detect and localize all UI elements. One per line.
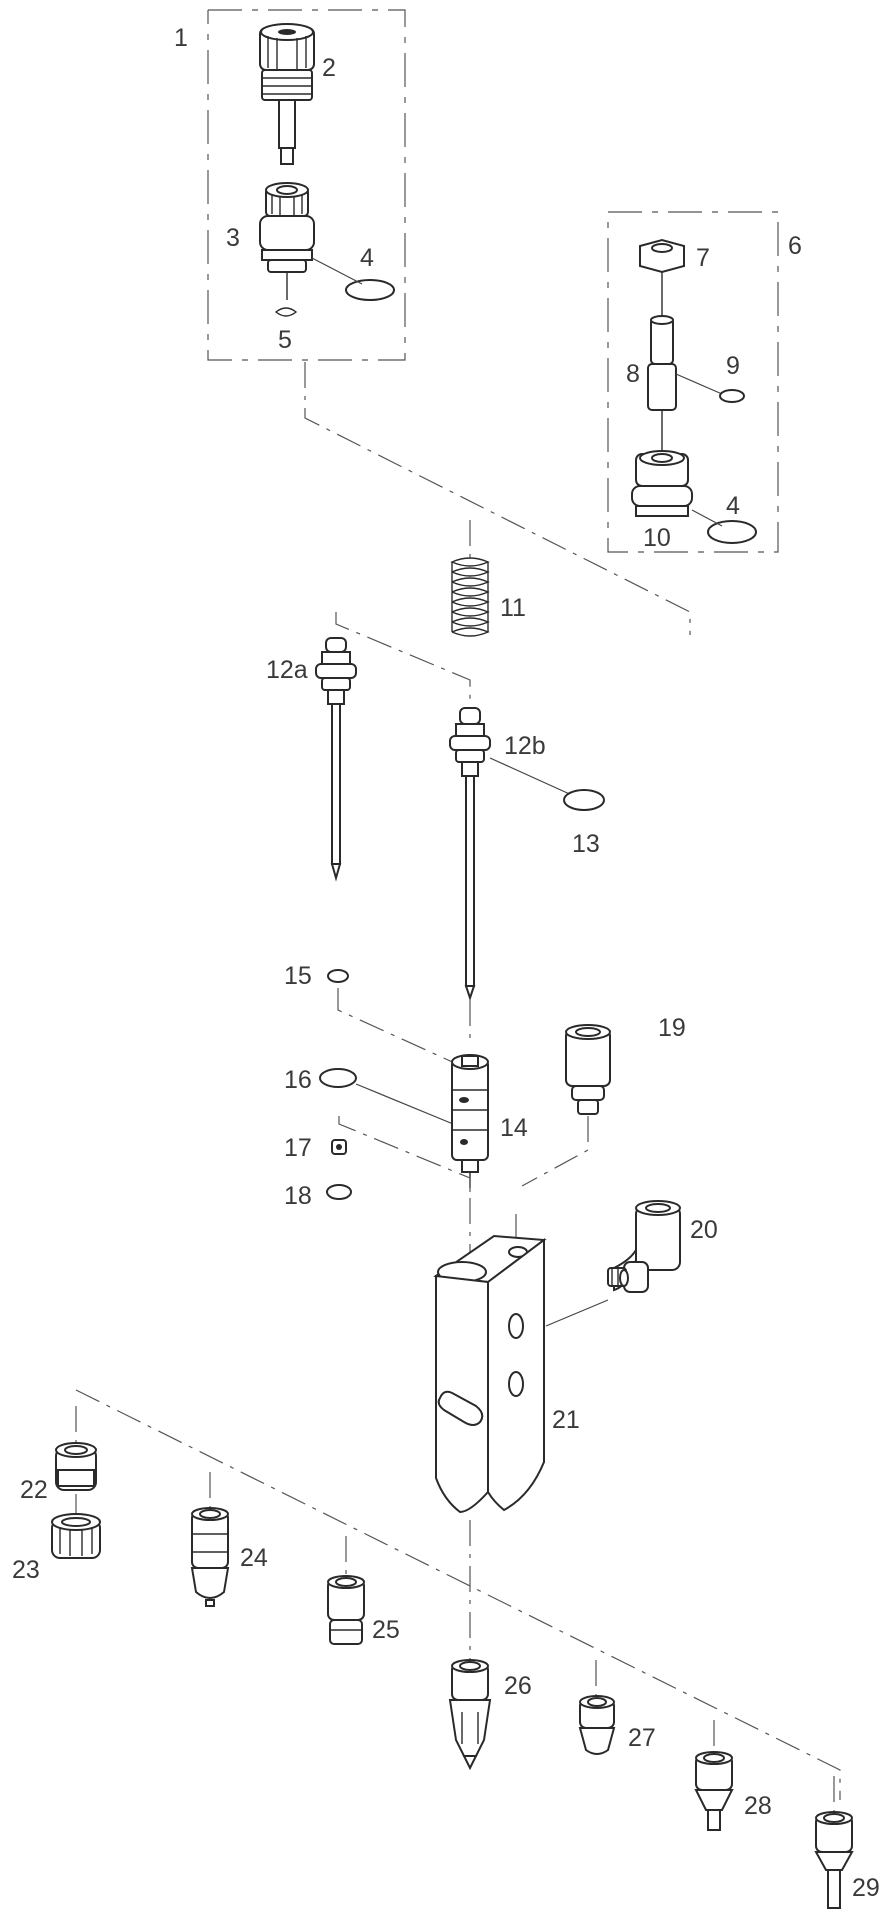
part-12a-needle <box>315 637 357 882</box>
part-28-nozzle <box>694 1751 734 1831</box>
label-1: 1 <box>174 24 188 52</box>
label-21: 21 <box>552 1406 580 1434</box>
label-11: 11 <box>500 594 526 622</box>
label-7: 7 <box>696 244 710 272</box>
label-13: 13 <box>572 830 600 858</box>
part-14-valve-cartridge <box>451 1054 489 1188</box>
label-23: 23 <box>12 1556 40 1584</box>
label-20: 20 <box>690 1216 718 1244</box>
part-4-o-ring <box>345 279 395 301</box>
label-12b: 12b <box>504 732 546 760</box>
part-12b-needle <box>449 707 491 1002</box>
part-26-nozzle <box>448 1659 492 1771</box>
assembly-group-6 <box>607 211 779 553</box>
label-29: 29 <box>852 1874 880 1902</box>
part-3-valve-body <box>259 182 315 300</box>
label-8: 8 <box>626 360 640 388</box>
label-22: 22 <box>20 1476 48 1504</box>
part-4b-o-ring <box>707 520 757 544</box>
label-18: 18 <box>284 1182 312 1210</box>
part-20-elbow-fitting <box>607 1200 681 1293</box>
label-4: 4 <box>360 244 374 272</box>
part-23-cap-nut <box>51 1513 101 1559</box>
part-10-fitting <box>631 450 693 517</box>
label-12a: 12a <box>266 656 308 684</box>
part-19-push-fitting <box>565 1024 611 1115</box>
part-29-nozzle <box>814 1811 854 1909</box>
label-4b: 4 <box>726 492 740 520</box>
label-6: 6 <box>788 232 802 260</box>
part-16-o-ring <box>319 1068 357 1088</box>
label-10: 10 <box>643 524 671 552</box>
label-15: 15 <box>284 962 312 990</box>
label-2: 2 <box>322 54 336 82</box>
label-16: 16 <box>284 1066 312 1094</box>
assembly-group-1 <box>207 9 406 361</box>
part-5-retaining-clip <box>274 307 298 317</box>
label-3: 3 <box>226 224 240 252</box>
part-15-seal <box>327 969 349 983</box>
label-17: 17 <box>284 1134 312 1162</box>
label-9: 9 <box>726 352 740 380</box>
label-27: 27 <box>628 1724 656 1752</box>
part-22-adapter <box>55 1442 97 1491</box>
label-5: 5 <box>278 326 292 354</box>
part-18-seal <box>326 1184 352 1200</box>
part-2-adjuster-knob <box>259 23 315 165</box>
label-24: 24 <box>240 1544 268 1572</box>
part-8-pin <box>647 315 677 411</box>
label-28: 28 <box>744 1792 772 1820</box>
part-21-valve-block <box>433 1234 547 1514</box>
part-25-nozzle <box>327 1575 365 1645</box>
part-9-seal <box>719 389 745 403</box>
part-13-o-ring <box>563 789 605 811</box>
part-27-nozzle <box>578 1695 616 1755</box>
label-14: 14 <box>500 1114 528 1142</box>
label-25: 25 <box>372 1616 400 1644</box>
label-26: 26 <box>504 1672 532 1700</box>
part-11-spring <box>450 557 490 637</box>
part-24-nozzle <box>190 1507 230 1607</box>
label-19: 19 <box>658 1014 686 1042</box>
